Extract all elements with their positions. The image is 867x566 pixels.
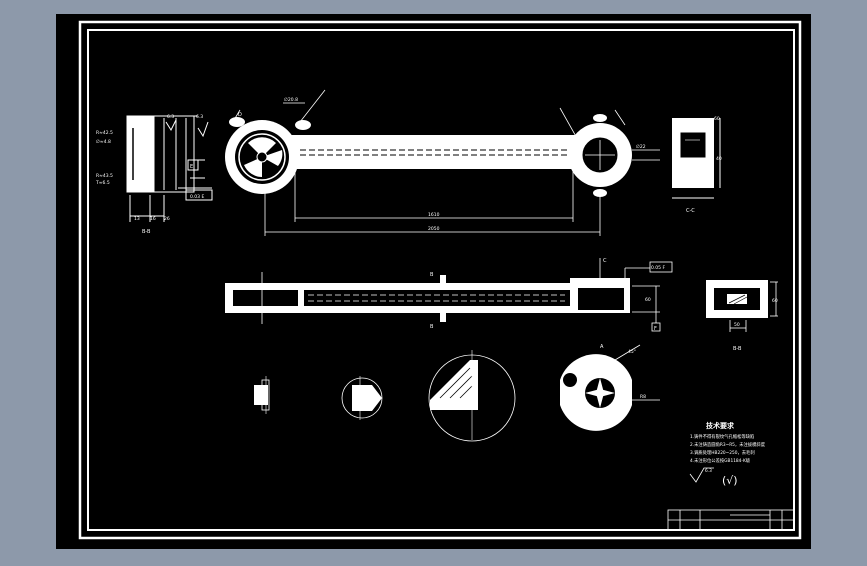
left-dim-6: 16 bbox=[150, 216, 156, 222]
lower-dim: 60 bbox=[645, 297, 651, 303]
notes-line-3: 3.调质处理HB220~250，去毛刺 bbox=[690, 449, 755, 456]
notes-roughness-other: (√) bbox=[722, 474, 738, 487]
main-dim-overall: 2050 bbox=[428, 226, 440, 232]
main-small-right: ∅22 bbox=[636, 144, 646, 150]
left-dim-2: ∅≈4.8 bbox=[96, 139, 111, 145]
left-tolerance: 0.03 E bbox=[190, 194, 204, 200]
lower-rod-view bbox=[225, 258, 673, 332]
notes-line-1: 1.铸件不得有裂纹气孔缩松等缺陷 bbox=[690, 433, 754, 440]
notes-heading: 技术要求 bbox=[706, 421, 735, 430]
right-bottom-dim-1: 50 bbox=[734, 322, 740, 328]
detail-dim-1: 45° bbox=[628, 349, 636, 355]
lower-mark-c1: C bbox=[603, 258, 607, 264]
main-small-left: ∅20.8 bbox=[284, 97, 298, 103]
notes-line-4: 4.未注形位公差按GB1184-K级 bbox=[690, 457, 751, 464]
left-section-label: B-B bbox=[142, 229, 151, 235]
right-section-top bbox=[672, 118, 721, 199]
right-top-label: C-C bbox=[686, 208, 695, 214]
notes-line-2: 2.未注铸造圆角R3~R5，未注拔模斜度 bbox=[690, 441, 766, 448]
detail-view-a bbox=[560, 344, 660, 431]
main-rod-view bbox=[225, 89, 660, 236]
lower-datum: F bbox=[654, 326, 657, 332]
lower-mark-b1: B bbox=[430, 272, 434, 278]
lower-tolerance: 0.05 F bbox=[651, 265, 665, 271]
inner-frame bbox=[87, 29, 795, 531]
section-detail-2 bbox=[341, 376, 383, 420]
left-datum: E bbox=[190, 164, 193, 170]
technical-notes: 技术要求 1.铸件不得有裂纹气孔缩松等缺陷 2.未注铸造圆角R3~R5，未注拔模… bbox=[689, 421, 766, 487]
drawing-sheet bbox=[56, 14, 811, 549]
lower-mark-b2: B bbox=[430, 324, 434, 330]
left-dim-3: R≈43.5 bbox=[96, 173, 113, 179]
left-roughness-1: 6.3 bbox=[167, 114, 174, 120]
left-dim-1: R≈42.5 bbox=[96, 130, 113, 136]
section-detail-3 bbox=[428, 350, 516, 442]
outer-frame bbox=[78, 20, 802, 540]
detail-letter-a: A bbox=[600, 344, 604, 350]
detail-dim-2: R8 bbox=[640, 394, 646, 400]
main-dim-shank: 1610 bbox=[428, 212, 440, 218]
right-top-dim-2: 40 bbox=[716, 156, 722, 162]
main-letter-d: D bbox=[238, 112, 242, 118]
right-bottom-label: B-B bbox=[733, 346, 742, 352]
section-detail-1 bbox=[254, 376, 270, 414]
left-dim-7: 26 bbox=[164, 216, 170, 222]
right-bottom-dim-2: 60 bbox=[772, 298, 778, 304]
roughness-symbol bbox=[689, 467, 714, 483]
title-block bbox=[667, 509, 795, 531]
left-section-view bbox=[126, 115, 213, 222]
notes-roughness: 6.3 bbox=[705, 468, 712, 474]
right-top-dim-1: 60 bbox=[714, 116, 720, 122]
left-dim-4: T≈6.5 bbox=[95, 180, 110, 186]
left-roughness-2: 6.3 bbox=[196, 114, 203, 120]
left-dim-5: 13 bbox=[134, 216, 140, 222]
right-section-bottom bbox=[706, 280, 778, 332]
